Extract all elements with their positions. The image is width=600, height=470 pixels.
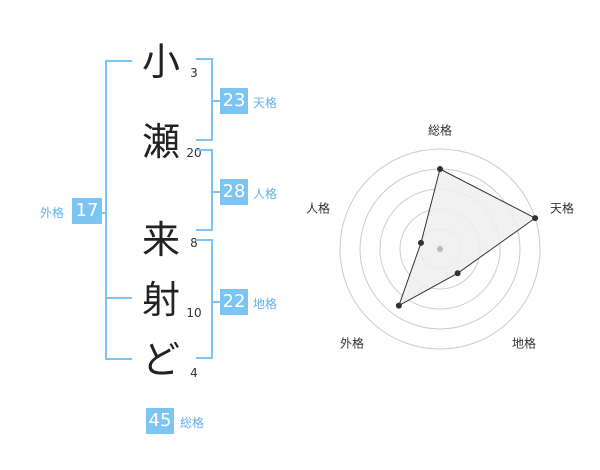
soukaku-value: 45: [146, 408, 174, 434]
chikaku-value: 22: [220, 289, 248, 315]
radar-point: [454, 270, 461, 277]
stroke-count: 8: [190, 236, 198, 250]
gaikaku-label: 外格: [40, 206, 65, 220]
name-char: 射: [141, 278, 180, 322]
stroke-count: 4: [190, 366, 198, 380]
radar-area: [397, 168, 537, 307]
name-char: 来: [141, 218, 180, 262]
radar-axis-label: 人格: [305, 201, 331, 216]
radar-point: [437, 166, 443, 172]
jinkaku-value: 28: [220, 179, 248, 205]
name-char: 瀬: [141, 120, 180, 164]
name-char: ど: [141, 338, 180, 382]
jinkaku-label: 人格: [253, 187, 278, 201]
name-char: 小: [141, 40, 180, 84]
stroke-count: 3: [190, 66, 198, 80]
radar-axis-label: 外格: [339, 336, 365, 351]
gaikaku-value: 17: [72, 198, 102, 224]
chikaku-bracket: [196, 239, 213, 359]
soukaku-label: 総格: [180, 416, 205, 430]
gaikaku-bracket: [105, 60, 132, 360]
radar-axis-label: 地格: [511, 336, 537, 351]
radar-point: [417, 239, 424, 246]
tenkaku-label: 天格: [253, 96, 278, 110]
radar-axis-label: 天格: [549, 201, 575, 216]
chikaku-label: 地格: [253, 297, 278, 311]
radar-point: [395, 302, 402, 309]
radar-points: [395, 166, 539, 309]
jinkaku-bracket: [196, 149, 213, 231]
tenkaku-value: 23: [220, 88, 248, 114]
radar-center: [437, 246, 443, 252]
tenkaku-bracket: [196, 58, 213, 141]
radar-point: [532, 215, 539, 222]
radar-axis-label: 総格: [427, 123, 453, 138]
stroke-count: 10: [186, 306, 202, 320]
radar-grid-ring: [339, 148, 541, 350]
